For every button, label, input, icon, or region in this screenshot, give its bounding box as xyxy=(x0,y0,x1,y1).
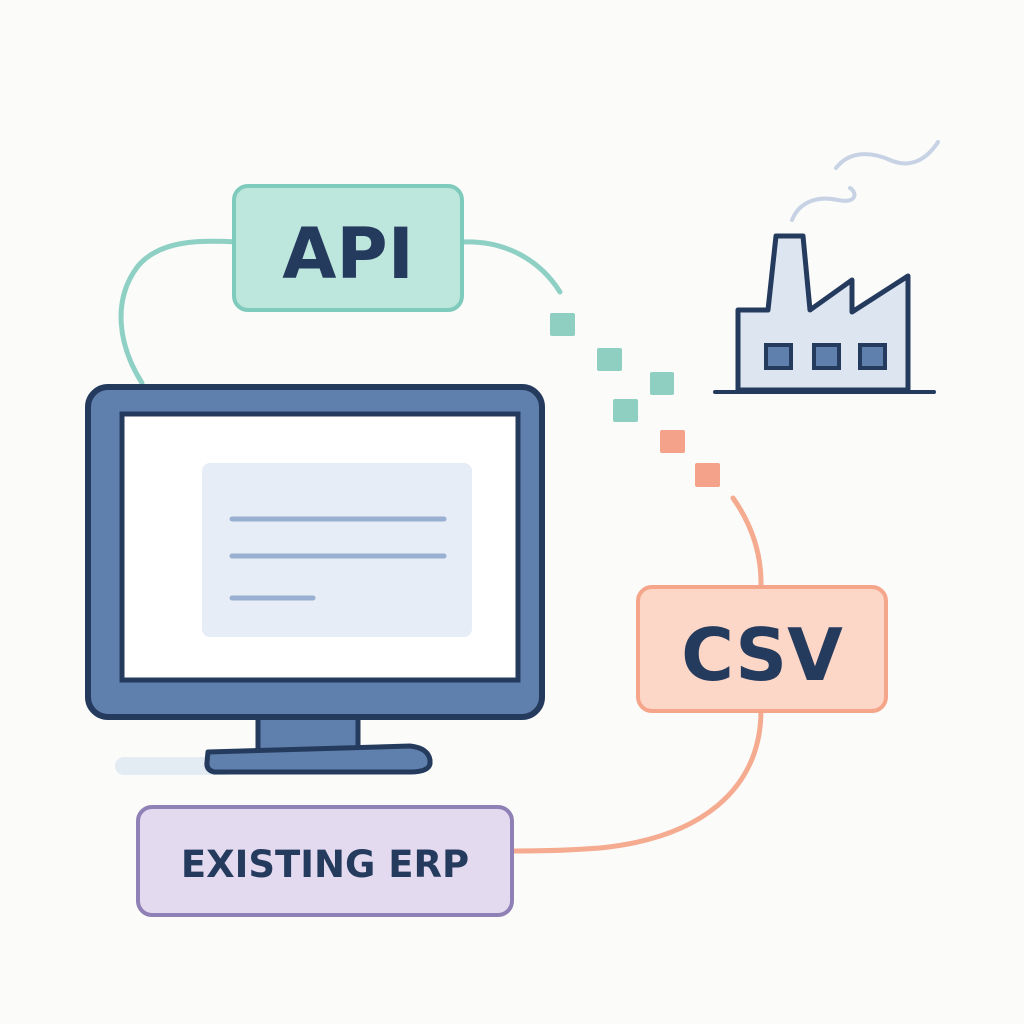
erp-label: EXISTING ERP xyxy=(181,843,469,886)
data-packet xyxy=(550,313,575,336)
data-packet xyxy=(695,463,720,487)
data-packet xyxy=(650,372,674,395)
smoke-wisp xyxy=(834,140,940,170)
data-packet xyxy=(660,430,685,453)
connector-trail-csv xyxy=(730,495,764,591)
csv-label: CSV xyxy=(681,613,843,697)
factory-window xyxy=(858,343,887,370)
factory-window xyxy=(764,343,793,370)
data-packet xyxy=(597,348,622,371)
erp-label-box: EXISTING ERP xyxy=(136,805,514,917)
connector-monitor-api xyxy=(118,238,239,386)
data-packet xyxy=(613,399,638,422)
data-packets xyxy=(550,313,720,487)
smoke-icon xyxy=(790,186,857,222)
csv-label-box: CSV xyxy=(636,585,888,713)
api-label: API xyxy=(282,213,414,295)
monitor-icon xyxy=(85,384,545,775)
api-label-box: API xyxy=(232,184,464,312)
connector-api-trail xyxy=(459,239,563,295)
factory-icon xyxy=(713,140,940,394)
screen-content-card xyxy=(202,463,472,637)
connector-csv-erp xyxy=(512,709,764,854)
factory-window xyxy=(812,343,841,370)
